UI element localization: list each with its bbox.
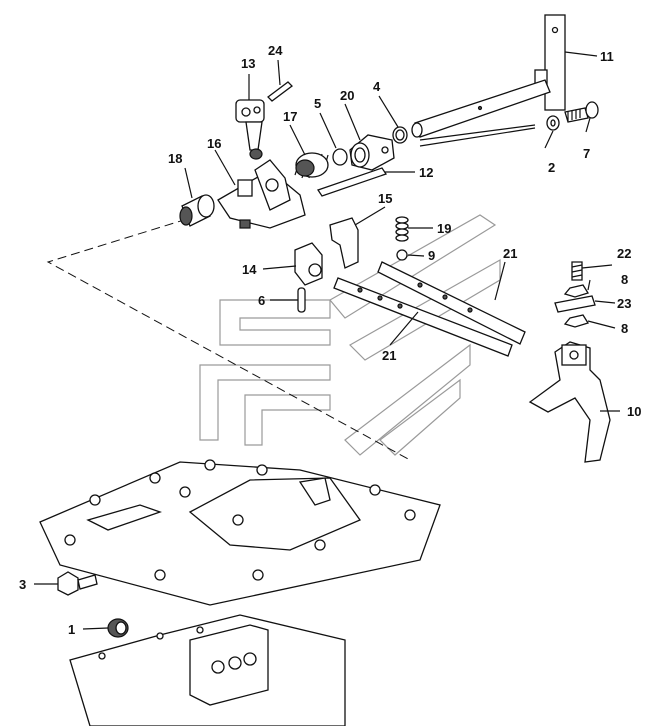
- part-shift-rails: [333, 261, 526, 357]
- part-detent-ball: [396, 249, 408, 261]
- callout-22: 22: [617, 246, 631, 261]
- part-lever: [235, 99, 265, 160]
- part-transmission-housing: [69, 614, 346, 726]
- part-shift-shaft-with-arm: [411, 14, 566, 138]
- part-roll-pin: [267, 81, 293, 102]
- callout-10: 10: [627, 404, 641, 419]
- callout-9: 9: [428, 248, 435, 263]
- part-spring-pin: [297, 287, 306, 313]
- leader-lines: [34, 51, 620, 630]
- part-bushing: [179, 194, 215, 227]
- part-selector-housing: [217, 159, 306, 229]
- callout-1: 1: [68, 622, 75, 637]
- part-detent-spring: [395, 216, 409, 242]
- callout-18: 18: [168, 151, 182, 166]
- callout-4: 4: [373, 79, 381, 94]
- part-pin-long: [316, 167, 388, 197]
- callout-7: 7: [583, 146, 590, 161]
- callout-6: 6: [258, 293, 265, 308]
- callout-11: 11: [600, 49, 614, 64]
- part-shift-block: [294, 242, 323, 286]
- part-nut-lower: [563, 314, 589, 328]
- part-washer: [546, 115, 560, 131]
- callout-13: 13: [241, 56, 255, 71]
- callout-12: 12: [419, 165, 433, 180]
- callout-8b: 8: [621, 321, 628, 336]
- callout-16: 16: [207, 136, 221, 151]
- callout-19: 19: [437, 221, 451, 236]
- callout-15: 15: [378, 191, 392, 206]
- callout-8a: 8: [621, 272, 628, 287]
- part-shift-fork: [528, 341, 611, 463]
- part-snap-ring: [332, 148, 348, 166]
- callout-5: 5: [314, 96, 321, 111]
- callout-21a: 21: [503, 246, 517, 261]
- part-spring: [294, 152, 329, 179]
- part-nut-upper: [563, 284, 589, 298]
- callout-24: 24: [268, 43, 283, 58]
- part-plug: [107, 618, 129, 638]
- part-gearbox-cover: [39, 459, 441, 606]
- part-bolt: [564, 101, 599, 123]
- callout-17: 17: [283, 109, 297, 124]
- callout-2: 2: [548, 160, 555, 175]
- callout-14: 14: [242, 262, 257, 277]
- part-lock-plate: [554, 295, 596, 313]
- callout-23: 23: [617, 296, 631, 311]
- part-set-screw: [571, 261, 583, 281]
- callout-21b: 21: [382, 348, 396, 363]
- part-o-ring-inner: [395, 129, 405, 141]
- callout-labels: 1 2 3 4 5 6 7 8 8 9 10 11 12 13 14 15 16…: [19, 43, 641, 637]
- callout-3: 3: [19, 577, 26, 592]
- callout-20: 20: [340, 88, 354, 103]
- part-bracket: [349, 134, 395, 171]
- part-cover-bolt: [57, 571, 98, 596]
- part-shift-finger: [329, 217, 359, 269]
